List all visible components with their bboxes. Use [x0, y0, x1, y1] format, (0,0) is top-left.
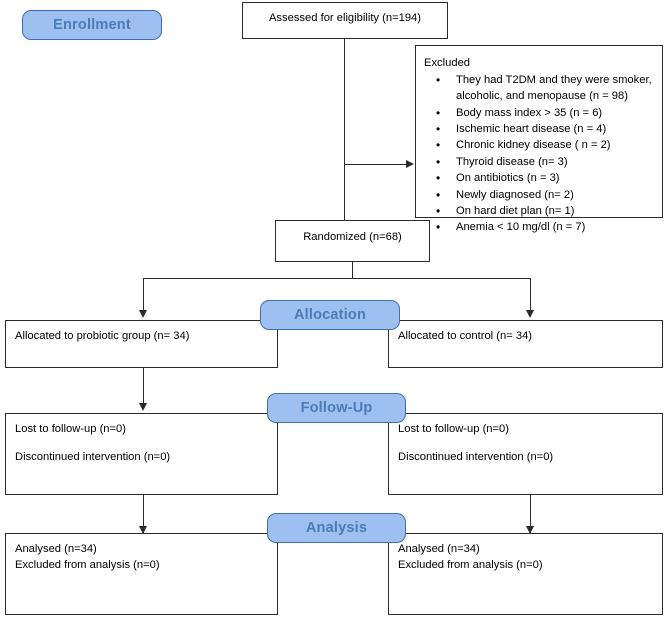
- box-excluded: Excluded They had T2DM and they were smo…: [415, 45, 663, 236]
- excluded-title: Excluded: [424, 57, 471, 69]
- analysis-left-analysed: Analysed (n=34): [15, 543, 97, 555]
- list-item: Ischemic heart disease (n = 4): [424, 121, 658, 138]
- list-item: Newly diagnosed (n= 2): [424, 187, 658, 204]
- arrowhead-to-excluded: [406, 160, 414, 168]
- spacer: [15, 437, 268, 449]
- box-analysis-right: Analysed (n=34) Excluded from analysis (…: [388, 533, 663, 615]
- box-allocation-left: Allocated to probiotic group (n= 34): [5, 320, 278, 368]
- connector-randomized-to-left-allocation: [143, 278, 145, 314]
- analysis-right-excluded: Excluded from analysis (n=0): [398, 559, 543, 572]
- excluded-list: They had T2DM and they were smoker, alco…: [424, 72, 658, 236]
- arrowhead-left-analysis: [139, 526, 147, 534]
- stage-label-enrollment: Enrollment: [22, 10, 162, 40]
- list-item: On antibiotics (n = 3): [424, 170, 658, 187]
- allocation-right-text: Allocated to control (n= 34): [398, 330, 533, 342]
- followup-right-discontinued: Discontinued intervention (n=0): [398, 451, 554, 464]
- arrowhead-right-analysis: [526, 526, 534, 534]
- randomized-text: Randomized (n=68): [303, 231, 402, 243]
- list-item: They had T2DM and they were smoker, alco…: [424, 72, 658, 105]
- analysis-left-excluded: Excluded from analysis (n=0): [15, 559, 160, 572]
- connector-left-followup-to-analysis: [143, 495, 145, 533]
- followup-left-lost: Lost to follow-up (n=0): [15, 423, 127, 435]
- connector-randomized-stem: [352, 262, 354, 279]
- box-analysis-left: Analysed (n=34) Excluded from analysis (…: [5, 533, 278, 615]
- stage-label-followup-text: Follow-Up: [300, 400, 373, 416]
- arrowhead-left-allocation: [139, 310, 147, 318]
- connector-to-excluded: [344, 164, 408, 166]
- box-followup-right: Lost to follow-up (n=0) Discontinued int…: [388, 413, 663, 495]
- stage-label-allocation-text: Allocation: [293, 307, 367, 323]
- connector-left-allocation-to-followup: [143, 368, 145, 406]
- list-item: Body mass index > 35 (n = 6): [424, 105, 658, 122]
- stage-label-analysis-text: Analysis: [305, 520, 368, 536]
- stage-label-analysis: Analysis: [267, 513, 406, 543]
- stage-label-followup: Follow-Up: [267, 393, 406, 423]
- assessed-text: Assessed for eligibility (n=194): [268, 12, 422, 24]
- box-allocation-right: Allocated to control (n= 34): [388, 320, 663, 368]
- list-item: Thyroid disease (n= 3): [424, 154, 658, 171]
- connector-randomized-to-right-allocation: [530, 278, 532, 314]
- spacer: [398, 437, 653, 449]
- analysis-right-analysed: Analysed (n=34): [398, 543, 480, 555]
- allocation-left-text: Allocated to probiotic group (n= 34): [15, 330, 190, 342]
- box-followup-left: Lost to follow-up (n=0) Discontinued int…: [5, 413, 278, 495]
- list-item: Anemia < 10 mg/dl (n = 7): [424, 219, 658, 236]
- followup-right-lost: Lost to follow-up (n=0): [398, 423, 510, 435]
- arrowhead-left-followup: [139, 403, 147, 411]
- list-item: Chronic kidney disease ( n = 2): [424, 137, 658, 154]
- stage-label-allocation: Allocation: [260, 300, 400, 330]
- followup-left-discontinued: Discontinued intervention (n=0): [15, 451, 171, 464]
- connector-randomized-split: [143, 278, 531, 280]
- box-assessed-for-eligibility: Assessed for eligibility (n=194): [242, 2, 448, 39]
- stage-label-enrollment-text: Enrollment: [53, 17, 131, 33]
- list-item: On hard diet plan (n= 1): [424, 203, 658, 220]
- arrowhead-right-allocation: [526, 310, 534, 318]
- connector-right-followup-to-analysis: [530, 495, 532, 533]
- box-randomized: Randomized (n=68): [275, 220, 430, 262]
- connector-assessed-to-randomized: [344, 39, 346, 220]
